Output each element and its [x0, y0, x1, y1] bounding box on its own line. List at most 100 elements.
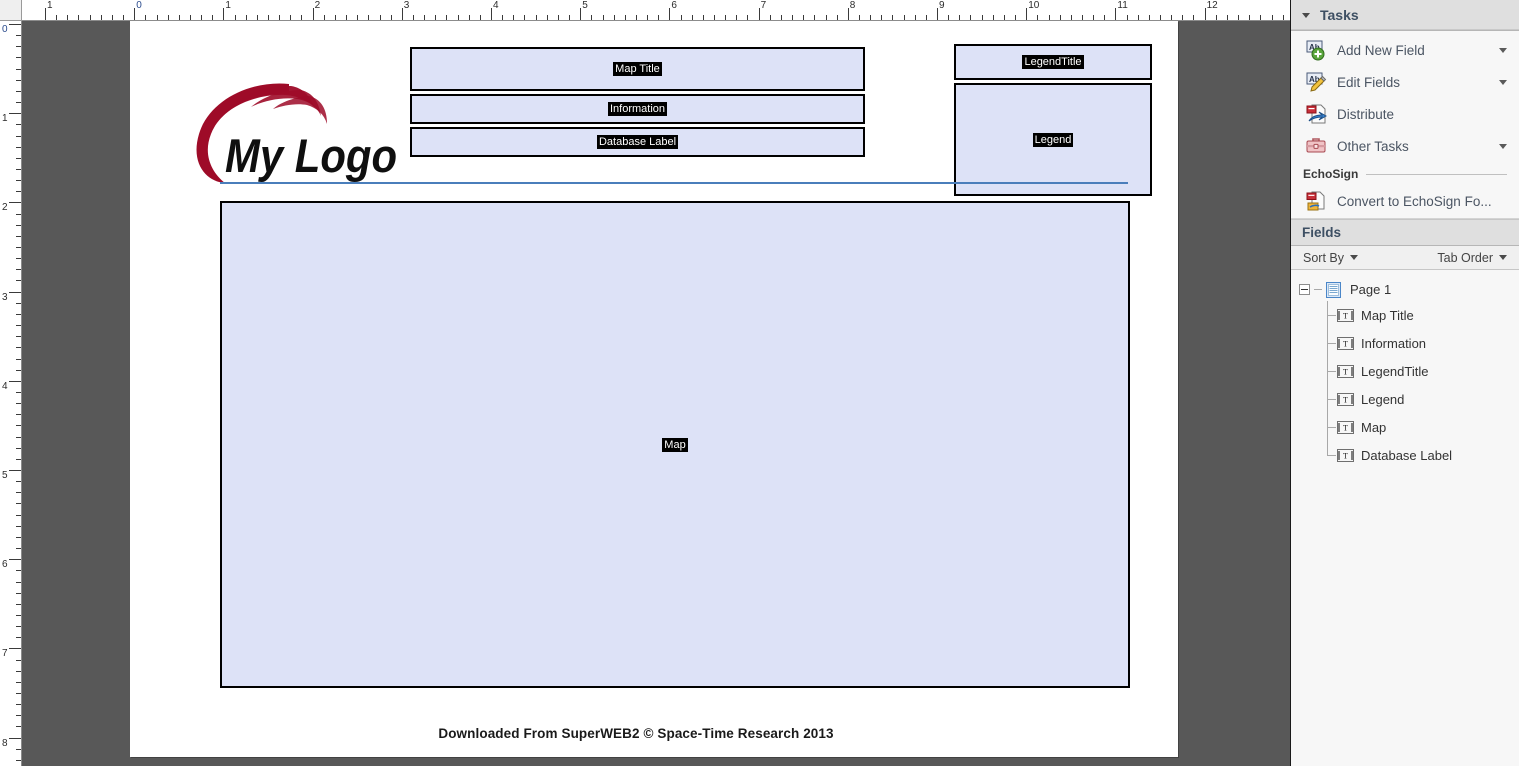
tree-node-label: Page 1: [1350, 282, 1392, 297]
task-item-other-tasks[interactable]: Other Tasks: [1291, 130, 1519, 162]
ruler-tick-label: 1: [225, 0, 231, 11]
ruler-tick-label: 4: [493, 0, 499, 11]
section-divider: [1366, 173, 1507, 175]
tasks-list: Ab Add New Field Ab Edi: [1291, 31, 1519, 219]
svg-text:T: T: [1343, 451, 1348, 460]
tasks-panel-title: Tasks: [1320, 7, 1359, 23]
tree-node-field[interactable]: T Database Label: [1291, 441, 1519, 469]
form-field-legend-title[interactable]: LegendTitle: [954, 44, 1152, 80]
tree-node-field[interactable]: T Legend: [1291, 385, 1519, 413]
fields-panel-header[interactable]: Fields: [1291, 219, 1519, 246]
chevron-down-icon[interactable]: [1499, 79, 1507, 85]
distribute-icon: [1305, 103, 1328, 125]
ruler-tick-label: 1: [47, 0, 53, 11]
right-side-panel: Tasks Ab Add New Field: [1290, 0, 1519, 766]
tree-node-field[interactable]: T Map: [1291, 413, 1519, 441]
form-field-information[interactable]: Information: [410, 94, 865, 124]
chevron-down-icon: [1499, 255, 1507, 260]
ruler-tick-label: 12: [1206, 0, 1218, 11]
page-icon: [1326, 281, 1341, 298]
svg-text:T: T: [1343, 423, 1348, 432]
svg-text:T: T: [1343, 395, 1348, 404]
tree-node-label: Database Label: [1361, 447, 1453, 463]
tree-connector: [1327, 427, 1336, 428]
tree-node-label: Legend: [1361, 391, 1405, 407]
ruler-tick-label: 10: [1028, 0, 1040, 11]
collapse-expander-icon[interactable]: [1299, 284, 1310, 295]
tab-order-label: Tab Order: [1437, 250, 1493, 265]
task-item-add-new-field[interactable]: Ab Add New Field: [1291, 34, 1519, 66]
tree-connector: [1327, 399, 1336, 400]
chevron-down-icon[interactable]: [1499, 47, 1507, 53]
tab-order-dropdown[interactable]: Tab Order: [1437, 251, 1507, 265]
tree-node-label: Map: [1361, 419, 1387, 435]
my-logo-image: My Logo: [185, 76, 400, 186]
ruler-tick-label: 11: [1117, 0, 1128, 11]
chevron-down-icon[interactable]: [1499, 143, 1507, 149]
task-item-label: Convert to EchoSign Fo...: [1337, 193, 1492, 209]
ruler-tick-label: 8: [2, 737, 8, 749]
task-item-label: Distribute: [1337, 106, 1395, 122]
ruler-tick-label: 0: [136, 0, 142, 11]
sort-by-label: Sort By: [1303, 250, 1344, 265]
fields-panel-title: Fields: [1302, 225, 1342, 240]
add-field-icon: Ab: [1305, 39, 1327, 61]
chevron-down-icon: [1350, 255, 1358, 260]
ruler-tick-label: 0: [2, 24, 8, 35]
form-field-map-title[interactable]: Map Title: [410, 47, 865, 91]
tree-node-label: LegendTitle: [1361, 363, 1429, 379]
edit-fields-icon: Ab: [1305, 71, 1327, 93]
sort-by-dropdown[interactable]: Sort By: [1303, 251, 1358, 265]
form-field-legend[interactable]: Legend: [954, 83, 1152, 196]
ruler-corner: [0, 0, 22, 21]
svg-text:T: T: [1343, 367, 1348, 376]
horizontal-divider-rule: [220, 182, 1128, 184]
text-field-icon: T: [1337, 420, 1354, 434]
task-item-distribute[interactable]: Distribute: [1291, 98, 1519, 130]
ruler-tick-label: 1: [2, 113, 8, 125]
tree-connector: [1327, 343, 1336, 344]
svg-text:Ab: Ab: [1309, 43, 1320, 52]
task-item-label: Edit Fields: [1337, 74, 1401, 90]
tree-connector: [1314, 289, 1322, 290]
task-item-edit-fields[interactable]: Ab Edit Fields: [1291, 66, 1519, 98]
page-footer: Downloaded From SuperWEB2 © Space-Time R…: [130, 726, 1178, 741]
field-label: LegendTitle: [1022, 55, 1084, 69]
ruler-tick-label: 8: [849, 0, 856, 11]
tree-connector: [1327, 441, 1328, 455]
ruler-tick-label: 3: [403, 0, 410, 11]
ruler-tick-label: 6: [671, 0, 677, 11]
text-field-icon: T: [1337, 308, 1354, 322]
triangle-down-icon[interactable]: [1302, 12, 1310, 18]
document-page[interactable]: My Logo Map Title Information Database L…: [130, 21, 1178, 757]
footer-text: Downloaded From SuperWEB2 © Space-Time R…: [438, 726, 834, 741]
form-field-database-label[interactable]: Database Label: [410, 127, 865, 157]
tree-node-field[interactable]: T LegendTitle: [1291, 357, 1519, 385]
tree-node-page-1[interactable]: Page 1: [1291, 278, 1519, 301]
task-item-convert-to-echosign[interactable]: Convert to EchoSign Fo...: [1291, 184, 1519, 218]
field-label: Map: [662, 437, 688, 452]
svg-text:T: T: [1343, 339, 1348, 348]
document-canvas[interactable]: My Logo Map Title Information Database L…: [22, 21, 1290, 766]
echosign-convert-icon: [1305, 190, 1327, 212]
ruler-tick-label: 3: [2, 291, 8, 303]
form-field-map[interactable]: Map: [220, 201, 1130, 688]
ruler-tick-label: 4: [2, 380, 8, 392]
ruler-tick-label: 2: [314, 0, 321, 11]
tree-node-label: Information: [1361, 335, 1427, 351]
task-item-label: Other Tasks: [1337, 138, 1409, 154]
tree-node-field[interactable]: T Information: [1291, 329, 1519, 357]
task-item-label: Add New Field: [1337, 42, 1425, 58]
tree-connector: [1327, 455, 1336, 456]
fields-sort-bar: Sort By Tab Order: [1291, 246, 1519, 270]
echosign-section-header: EchoSign: [1291, 162, 1519, 184]
ruler-tick-label: 9: [939, 0, 945, 11]
field-label: Information: [607, 102, 668, 116]
tree-connector: [1327, 371, 1336, 372]
tasks-panel-header[interactable]: Tasks: [1291, 0, 1519, 31]
